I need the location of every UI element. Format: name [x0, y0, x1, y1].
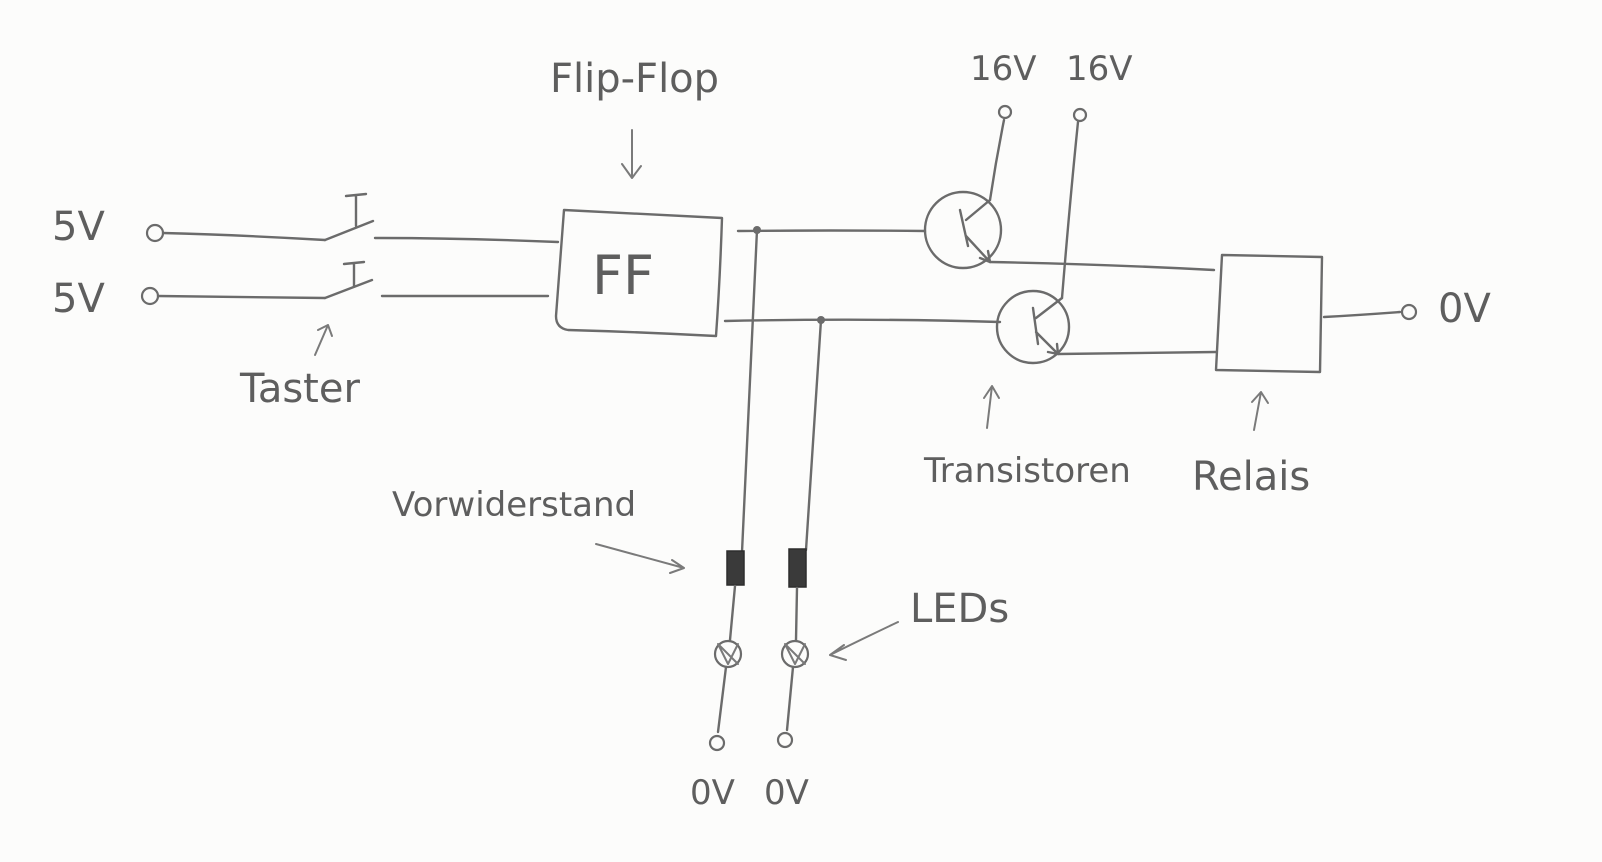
- label-supply-left: 16V: [970, 49, 1037, 89]
- transistor-upper-output: [988, 260, 1216, 272]
- supply-terminal-right: [1072, 107, 1088, 123]
- label-vorwiderstand: Vorwiderstand: [392, 485, 636, 525]
- transistor-lower-output: [1056, 350, 1218, 356]
- supply-terminal-left: [997, 104, 1013, 120]
- input-terminal-top: [145, 223, 165, 243]
- flipflop-box: [554, 208, 724, 338]
- led-left: [713, 639, 743, 669]
- led-right-gnd-terminal: [776, 731, 794, 749]
- led-right: [780, 639, 810, 669]
- label-relais-out: 0V: [1438, 286, 1491, 332]
- label-led-gnd-right: 0V: [764, 773, 809, 813]
- led-branch-right-wire: [804, 318, 823, 552]
- input-line-bottom: [140, 260, 550, 306]
- switch-top-blade: [323, 219, 375, 242]
- resistor-left: [726, 550, 745, 586]
- label-leds: LEDs: [910, 586, 1009, 632]
- label-led-gnd-left: 0V: [690, 773, 735, 813]
- ff-output-top: [736, 229, 927, 233]
- switch-top-actuator: [344, 192, 368, 228]
- transistor-lower: [995, 289, 1071, 365]
- relais-box: [1214, 253, 1324, 374]
- label-supply-right: 16V: [1066, 49, 1133, 89]
- ff-output-bottom: [723, 318, 1002, 324]
- input-line-top: [145, 192, 560, 244]
- label-taster: Taster: [239, 366, 360, 412]
- relais-arrow: [1251, 391, 1269, 431]
- taster-arrow: [314, 324, 333, 356]
- transistoren-arrow: [983, 385, 1000, 429]
- label-input-bottom: 5V: [52, 276, 105, 322]
- relais-out-terminal: [1400, 303, 1418, 321]
- switch-bottom-actuator: [342, 260, 366, 288]
- leds-arrow: [829, 621, 899, 661]
- vorwiderstand-arrow: [595, 543, 685, 574]
- flipflop-arrow: [621, 129, 642, 179]
- input-terminal-bottom: [140, 286, 160, 306]
- switch-bottom-blade: [323, 278, 374, 300]
- label-transistoren: Transistoren: [923, 451, 1131, 491]
- label-input-top: 5V: [52, 204, 105, 250]
- label-ff: FF: [592, 244, 654, 307]
- transistor-upper: [923, 190, 1003, 270]
- label-relais: Relais: [1192, 454, 1310, 500]
- led-left-gnd-terminal: [708, 734, 726, 752]
- resistor-right: [788, 548, 807, 588]
- label-flipflop: Flip-Flop: [550, 56, 719, 102]
- led-branch-left-wire: [740, 228, 759, 554]
